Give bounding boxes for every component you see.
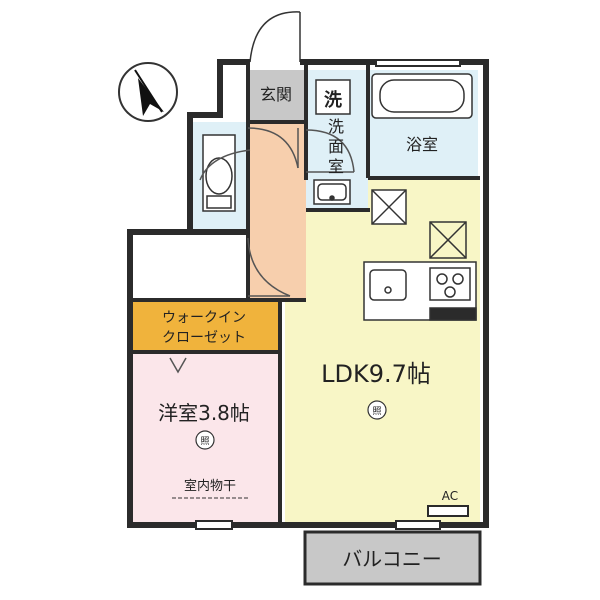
light-marks — [195, 400, 387, 450]
closet-label-1: ウォークイン — [162, 310, 246, 326]
ventilation-fan-icon — [371, 189, 407, 225]
ldk-floor — [285, 178, 480, 526]
windows — [195, 59, 469, 530]
north-arrow-icon — [118, 62, 178, 122]
toilet-icon — [202, 134, 236, 212]
washroom-label-2: 面 — [328, 137, 344, 156]
entrance-label: 玄関 — [260, 85, 292, 104]
ac-label: AC — [442, 489, 458, 503]
bedroom-label: 洋室3.8帖 — [158, 401, 250, 425]
entrance-floor — [248, 70, 306, 122]
balcony-label: バルコニー — [342, 547, 442, 571]
washbasin-icon — [313, 179, 351, 205]
washing-machine-icon — [315, 79, 351, 115]
closet-label-2: クローゼット — [162, 330, 246, 346]
ldk-label: LDK9.7帖 — [321, 360, 431, 388]
light-mark-bedroom: 照 — [200, 436, 209, 447]
light-mark-ldk: 照 — [372, 406, 381, 417]
front-door-swing — [249, 11, 301, 63]
closet-floor — [130, 300, 280, 352]
drying-label: 室内物干 — [184, 478, 236, 494]
door-swings — [169, 127, 355, 374]
balcony-outline — [303, 530, 482, 586]
washroom-label-1: 洗 — [328, 117, 344, 136]
washroom-label-3: 室 — [328, 157, 344, 176]
washing-machine-label: 洗 — [324, 89, 342, 111]
balcony-floor — [305, 532, 480, 584]
bathtub-icon — [371, 73, 473, 119]
inner-walls — [130, 62, 480, 525]
bath-label: 浴室 — [406, 135, 438, 154]
fridge-space-icon — [429, 221, 467, 259]
kitchen-counter — [363, 261, 477, 321]
